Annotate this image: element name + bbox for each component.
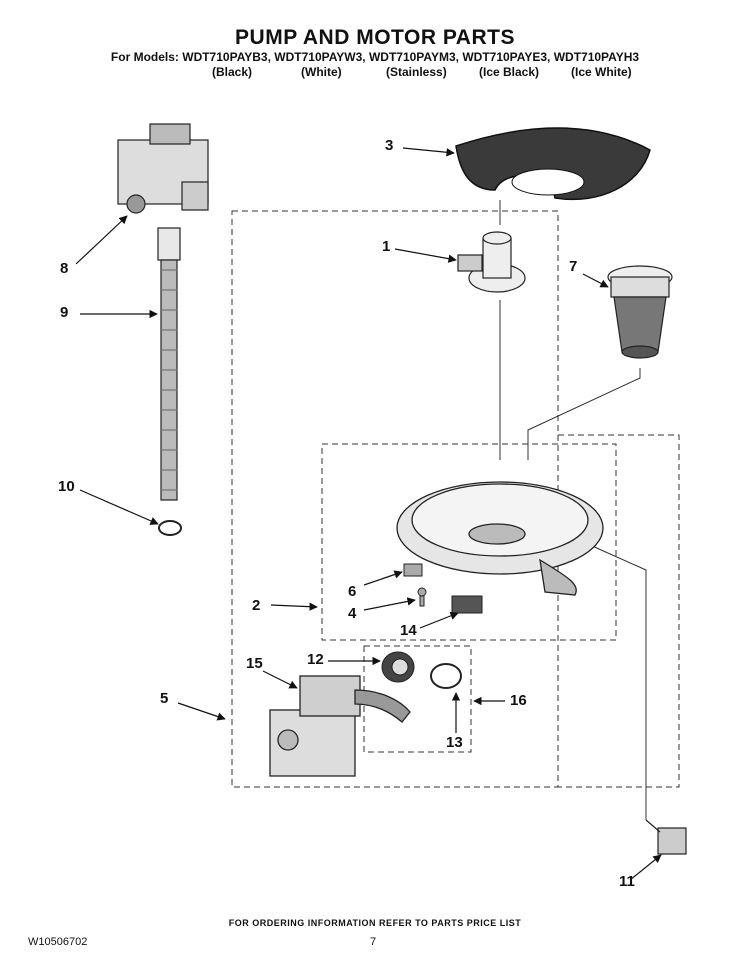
callout-6: 6 — [348, 583, 357, 600]
callout-4: 4 — [348, 605, 357, 622]
callout-13: 13 — [446, 734, 463, 751]
callout-8: 8 — [60, 260, 69, 277]
ordering-note: FOR ORDERING INFORMATION REFER TO PARTS … — [228, 918, 522, 928]
callout-14: 14 — [400, 622, 417, 639]
color-label-stainless: (Stainless) — [386, 65, 447, 79]
filter-cup-part — [607, 265, 673, 359]
filter-cover-part — [455, 127, 651, 201]
valve-part — [117, 123, 209, 214]
callout-3: 3 — [385, 137, 394, 154]
models-line: For Models: WDT710PAYB3, WDT710PAYW3, WD… — [110, 50, 640, 64]
thermistor-part — [645, 819, 687, 855]
color-label-ice-black: (Ice Black) — [479, 65, 540, 79]
color-label-ice-white: (Ice White) — [571, 65, 632, 79]
callout-15: 15 — [246, 655, 263, 672]
chopper-filter-part — [451, 595, 483, 614]
callout-11: 11 — [619, 873, 635, 890]
pump-seal-part — [381, 651, 415, 683]
hose-part — [157, 227, 181, 501]
clamp-13-part — [430, 663, 462, 689]
color-label-white: (White) — [301, 65, 342, 79]
callout-10: 10 — [58, 478, 75, 495]
page-title: PUMP AND MOTOR PARTS — [235, 26, 515, 49]
sump-part — [396, 481, 604, 596]
color-label-black: (Black) — [212, 65, 253, 79]
hose-clamp-part — [158, 520, 182, 536]
document-number: W10506702 — [28, 936, 88, 948]
callout-9: 9 — [60, 304, 69, 321]
callout-2: 2 — [252, 597, 261, 614]
page-number: 7 — [370, 936, 377, 948]
callout-7: 7 — [569, 258, 578, 275]
callout-16: 16 — [510, 692, 527, 709]
manifold-part — [457, 231, 526, 293]
screw-part — [417, 587, 427, 607]
callout-1: 1 — [382, 238, 391, 255]
diverter-part — [403, 563, 423, 577]
callout-12: 12 — [307, 651, 324, 668]
box-assembly-2 — [321, 443, 617, 641]
box-assembly-5-ext — [558, 434, 680, 788]
pump-motor-part — [269, 675, 411, 777]
callout-5: 5 — [160, 690, 169, 707]
